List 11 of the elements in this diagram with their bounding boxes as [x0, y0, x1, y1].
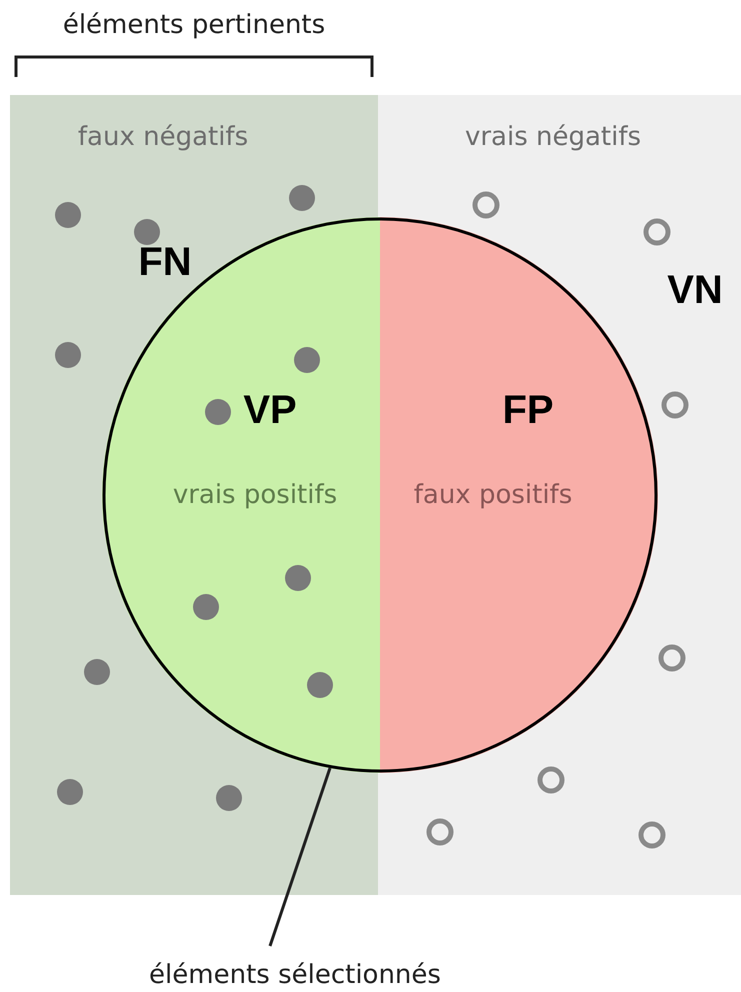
abbreviation-label: FP [502, 390, 554, 430]
caption-text: éléments sélectionnés [149, 962, 441, 988]
region-label: faux négatifs [78, 124, 248, 150]
region-label: faux positifs [414, 482, 572, 508]
leader-line [268, 768, 332, 946]
region-label: vrais positifs [172, 482, 338, 508]
abbreviation-label: FN [138, 242, 192, 282]
abbreviation-label: VP [243, 390, 297, 430]
abbreviation-label: VN [667, 270, 723, 310]
region-label: vrais négatifs [464, 124, 642, 150]
bracket-label: éléments pertinents [62, 12, 326, 38]
